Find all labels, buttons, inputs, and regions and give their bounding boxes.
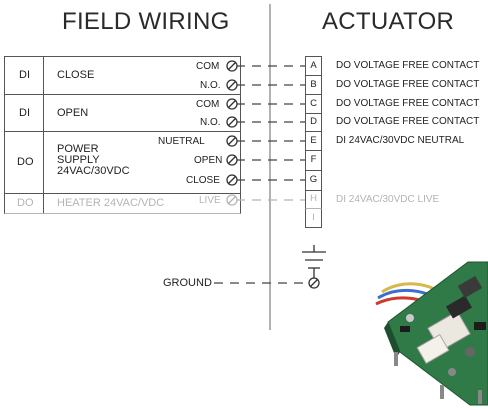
- actuator-desc-d: DO VOLTAGE FREE CONTACT: [336, 116, 480, 127]
- actuator-terminal-f: F: [310, 154, 317, 165]
- terminal-label-live: LIVE: [199, 195, 221, 206]
- actuator-terminal-h: H: [310, 193, 317, 204]
- actuator-terminal-i: I: [312, 212, 315, 223]
- terminal-label-close: CLOSE: [186, 175, 220, 186]
- actuator-title: ACTUATOR: [322, 8, 455, 35]
- actuator-terminal-block: [305, 56, 322, 228]
- screw-terminal-icon: [226, 60, 238, 72]
- screw-terminal-icon: [226, 194, 238, 206]
- row-type-di: DI: [19, 107, 30, 119]
- actuator-desc-a: DO VOLTAGE FREE CONTACT: [336, 60, 480, 71]
- terminal-label-open: OPEN: [194, 155, 223, 166]
- screw-terminal-icon: [226, 154, 238, 166]
- actuator-terminal-g: G: [309, 174, 318, 185]
- row-label-close: CLOSE: [57, 69, 95, 81]
- actuator-desc-b: DO VOLTAGE FREE CONTACT: [336, 79, 480, 90]
- actuator-terminal-d: D: [310, 116, 317, 127]
- actuator-desc-h: DI 24VAC/30VDC LIVE: [336, 194, 440, 205]
- row-type-do: DO: [17, 156, 34, 168]
- terminal-label-no: N.O.: [200, 80, 221, 91]
- ground-label: GROUND: [163, 277, 212, 289]
- row-type-do-heater: DO: [17, 197, 34, 209]
- screw-terminal-icon: [226, 116, 238, 128]
- row-label-heater: HEATER 24VAC/VDC: [57, 197, 165, 209]
- screw-terminal-icon: [226, 79, 238, 91]
- screw-terminal-icon: [226, 98, 238, 110]
- actuator-terminal-e: E: [310, 135, 317, 146]
- actuator-terminal-a: A: [310, 60, 317, 71]
- field-wiring-title: FIELD WIRING: [62, 8, 230, 35]
- actuator-terminal-c: C: [310, 98, 317, 109]
- terminal-label-neutral: NUETRAL: [158, 136, 205, 147]
- ground-icon: [302, 245, 326, 289]
- actuator-desc-e: DI 24VAC/30VDC NEUTRAL: [336, 135, 465, 146]
- terminal-label-com: COM: [196, 61, 220, 72]
- pcb-board-image: [375, 261, 488, 406]
- screw-terminal-icon: [226, 174, 238, 186]
- terminal-label-no: N.O.: [200, 117, 221, 128]
- row-type-di: DI: [19, 69, 30, 81]
- screw-terminal-icon: [226, 135, 238, 147]
- row-label-power-supply: POWER SUPPLY 24VAC/30VDC: [57, 143, 130, 177]
- actuator-terminal-b: B: [310, 79, 317, 90]
- terminal-label-com: COM: [196, 99, 220, 110]
- actuator-desc-c: DO VOLTAGE FREE CONTACT: [336, 98, 480, 109]
- row-label-open: OPEN: [57, 107, 89, 119]
